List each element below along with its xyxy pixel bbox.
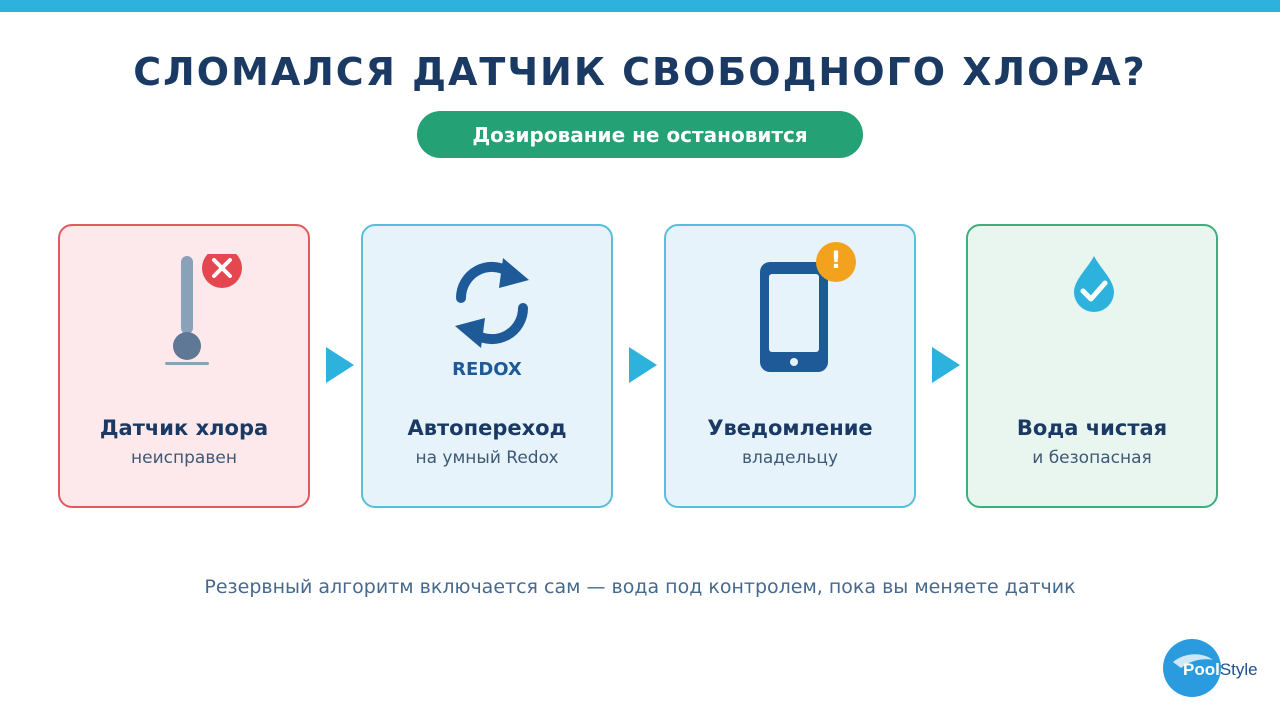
status-pill: Дозирование не остановится xyxy=(417,111,863,158)
step-title: Автопереход xyxy=(407,416,567,440)
top-accent-bar xyxy=(0,0,1280,12)
logo-part-style: Style xyxy=(1219,660,1258,679)
phone-alert-icon xyxy=(754,240,864,384)
step-card-sensor: Датчик хлора неисправен xyxy=(58,224,310,508)
footer-caption: Резервный алгоритм включается сам — вода… xyxy=(204,576,1076,598)
redox-label: REDOX xyxy=(452,359,522,380)
step-title: Вода чистая xyxy=(1016,416,1168,440)
step-title: Датчик хлора xyxy=(99,416,269,440)
step-subtitle: на умный Redox xyxy=(415,448,559,468)
alert-badge-icon: ! xyxy=(830,246,842,274)
step-subtitle: владельцу xyxy=(741,448,839,468)
step-card-redox: REDOX Автопереход на умный Redox xyxy=(361,224,613,508)
flow-arrow-icon xyxy=(326,347,354,383)
step-subtitle: неисправен xyxy=(131,448,237,468)
flow-arrow-icon xyxy=(629,347,657,383)
step-card-clean-water: Вода чистая и безопасная xyxy=(966,224,1218,508)
step-title: Уведомление xyxy=(707,416,873,440)
flow-arrow-icon xyxy=(932,347,960,383)
page-title: СЛОМАЛСЯ ДАТЧИК СВОБОДНОГО ХЛОРА? xyxy=(133,50,1147,94)
status-pill-label: Дозирование не остановится xyxy=(472,122,808,147)
logo-wordmark: PoolStyle xyxy=(1183,660,1258,680)
logo-part-pool: Pool xyxy=(1183,660,1220,679)
sensor-error-icon xyxy=(158,248,248,374)
poolstyle-logo: PoolStyle xyxy=(1163,638,1263,698)
step-card-notify: ! Уведомление владельцу xyxy=(664,224,916,508)
redox-cycle-icon xyxy=(447,258,537,352)
water-drop-check-icon xyxy=(1070,254,1118,316)
step-subtitle: и безопасная xyxy=(1032,448,1152,468)
